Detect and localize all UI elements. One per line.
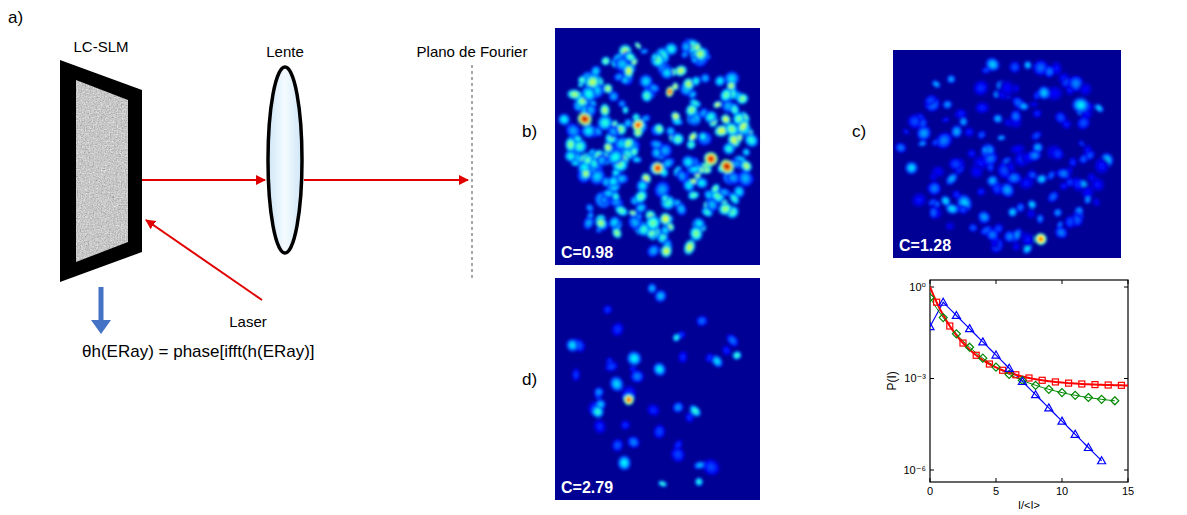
fourier-plane: Plano de Fourier [469, 65, 475, 280]
speckle-image: C=0.98 [555, 28, 760, 265]
panel-letter: c) [852, 122, 866, 142]
speckle-image: C=2.79 [555, 278, 760, 500]
laser-beam [304, 179, 468, 181]
speckle-image-shape [555, 28, 760, 265]
panel-letter: d) [522, 370, 537, 390]
axis-label: I/<I> [1018, 499, 1040, 512]
contrast-value: C=2.79 [561, 479, 613, 497]
probability-chart [926, 280, 1128, 482]
lens-shape [266, 65, 304, 255]
axis-label: P(I) [886, 371, 900, 390]
axis-label: 10⁻³ [904, 372, 926, 385]
slm-panel: LC-SLM [60, 60, 142, 282]
slm-panel-shape [60, 60, 142, 282]
panel-letter: a) [8, 8, 23, 28]
axis-label: 10 [1056, 485, 1068, 498]
lens: Lente [266, 65, 304, 255]
beam-label: Laser [229, 313, 267, 330]
part-name: Lente [266, 43, 304, 60]
axis-label: 15 [1122, 485, 1134, 498]
laser-beam [142, 179, 265, 181]
contrast-value: C=1.28 [899, 237, 951, 255]
axis-label: 5 [993, 485, 999, 498]
fourier-plane-shape [469, 65, 475, 280]
laser-beam [146, 220, 262, 300]
part-name: LC-SLM [73, 38, 128, 55]
speckle-image: C=1.28 [893, 50, 1121, 258]
blue-arrow [91, 287, 111, 334]
panel-letter: b) [522, 122, 537, 142]
axis-label: 10⁰ [909, 281, 926, 294]
axis-label: 10⁻⁶ [903, 464, 926, 477]
axis-label: 0 [927, 485, 933, 498]
part-name: Plano de Fourier [417, 43, 528, 60]
contrast-value: C=0.98 [561, 244, 613, 262]
speckle-image-shape [555, 278, 760, 500]
formula: θh(ERay) = phase[ifft(h(ERay)] [82, 342, 315, 362]
speckle-image-shape [893, 50, 1121, 258]
